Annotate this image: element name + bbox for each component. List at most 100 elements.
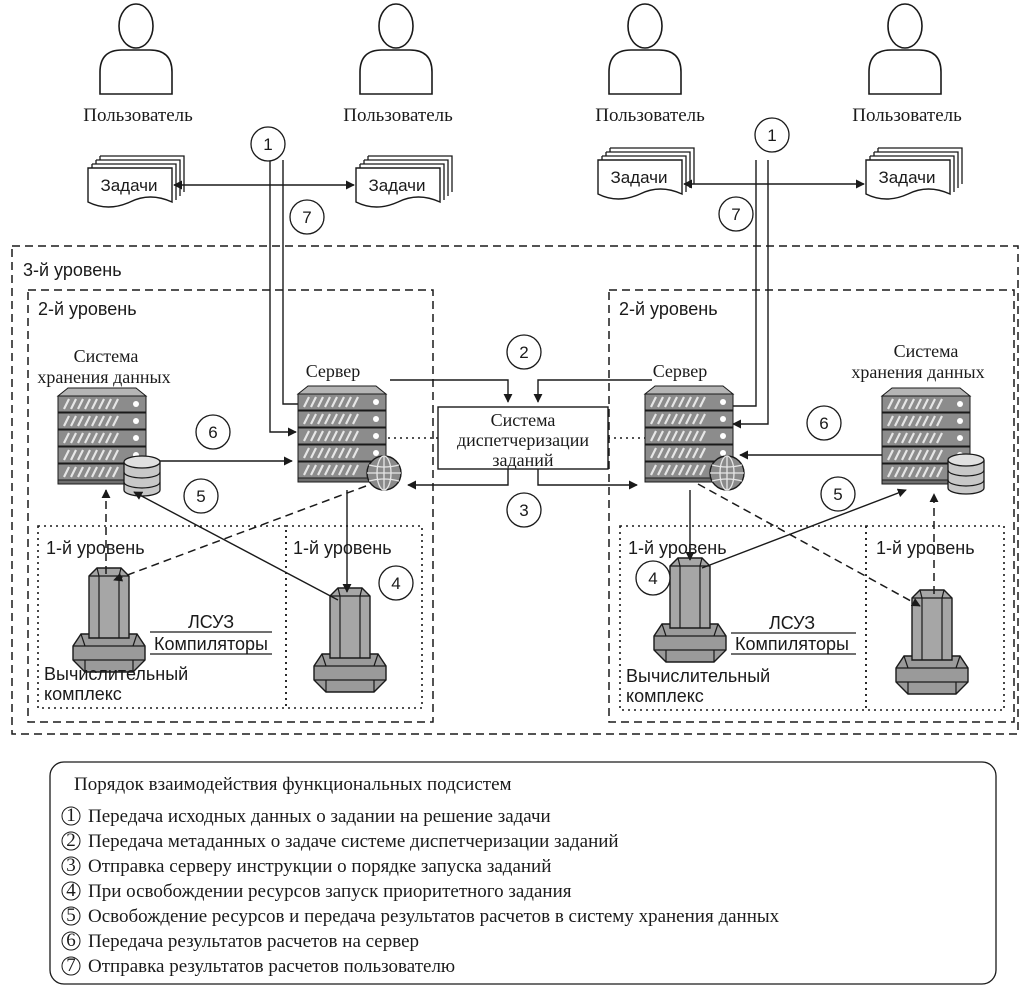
step-marker: 1 (250, 126, 286, 162)
svg-text:1: 1 (767, 126, 776, 145)
software-label: ЛСУЗ (188, 612, 234, 632)
software-label: ЛСУЗ (769, 613, 815, 633)
level-1-label: 1-й уровень (876, 538, 975, 558)
tasks-label: Задачи (878, 168, 935, 187)
svg-text:5: 5 (196, 487, 205, 506)
level-1-label: 1-й уровень (46, 538, 145, 558)
svg-text:4: 4 (66, 880, 76, 901)
svg-text:Освобождение ресурсов и переда: Освобождение ресурсов и передача результ… (88, 906, 780, 927)
step-marker: 4 (635, 560, 671, 596)
globe-icon (709, 455, 745, 491)
legend-item: 6 Передача результатов расчетов на серве… (61, 930, 419, 952)
software-label: Компиляторы (735, 634, 849, 654)
step-marker: 5 (820, 476, 856, 512)
svg-text:2: 2 (66, 830, 76, 851)
flow-3-arrow (407, 469, 509, 490)
flow-1-arrow (269, 160, 297, 437)
supercomputer-icon (895, 589, 969, 695)
flow-5-arrow (701, 488, 907, 569)
step-marker: 6 (195, 414, 231, 450)
legend-item: 3 Отправка серверу инструкции о порядке … (61, 855, 551, 877)
step-marker: 2 (506, 334, 542, 370)
level-3-label: 3-й уровень (23, 260, 122, 280)
user-icon (99, 3, 173, 95)
user-label: Пользователь (83, 105, 193, 126)
user-label: Пользователь (852, 105, 962, 126)
user-icon (868, 3, 942, 95)
dispatcher-label: заданий (492, 450, 554, 470)
level-1-boundary (865, 525, 1005, 711)
svg-text:Передача исходных данных о зад: Передача исходных данных о задании на ре… (88, 806, 551, 827)
flow-5-arrow (133, 491, 339, 601)
tasks-label: Задачи (610, 168, 667, 187)
svg-text:6: 6 (208, 423, 217, 442)
svg-text:Передача метаданных о задаче с: Передача метаданных о задаче системе дис… (88, 831, 619, 852)
level-3-boundary (11, 245, 1019, 735)
flow-2-arrow (390, 379, 513, 403)
step-marker: 6 (806, 405, 842, 441)
database-icon (947, 453, 985, 495)
dispatcher-label: диспетчеризации (457, 430, 589, 450)
storage-label: Система (74, 346, 139, 366)
compute-label: Вычислительный (626, 666, 770, 686)
tasks-label: Задачи (368, 176, 425, 195)
legend-item: 4 При освобождении ресурсов запуск приор… (61, 880, 572, 902)
user-label: Пользователь (595, 105, 705, 126)
svg-text:1: 1 (263, 135, 272, 154)
legend-box (49, 761, 997, 985)
level-1-label: 1-й уровень (628, 538, 727, 558)
server-label: Сервер (306, 361, 361, 381)
level-2-label: 2-й уровень (38, 299, 137, 319)
legend-item: 1 Передача исходных данных о задании на … (61, 805, 551, 827)
svg-text:При освобождении ресурсов запу: При освобождении ресурсов запуск приорит… (88, 881, 572, 902)
svg-text:Передача результатов расчетов: Передача результатов расчетов на сервер (88, 931, 419, 952)
database-icon (123, 455, 161, 497)
svg-text:5: 5 (833, 485, 842, 504)
legend-title: Порядок взаимодействия функциональных по… (74, 774, 512, 795)
storage-label: хранения данных (851, 362, 984, 382)
level-1-boundary (37, 525, 287, 709)
flow-1-arrow (732, 160, 769, 429)
step-marker: 7 (289, 199, 325, 235)
flow-3-arrow (537, 469, 638, 490)
svg-text:6: 6 (819, 414, 828, 433)
supercomputer-icon (313, 587, 387, 693)
storage-label: Система (894, 341, 959, 361)
svg-text:3: 3 (519, 501, 528, 520)
step-marker: 7 (718, 196, 754, 232)
legend-item: 5 Освобождение ресурсов и передача резул… (61, 905, 780, 927)
compute-label: Вычислительный (44, 664, 188, 684)
legend-item: 2 Передача метаданных о задаче системе д… (61, 830, 619, 852)
svg-text:3: 3 (66, 855, 76, 876)
svg-text:6: 6 (66, 930, 76, 951)
server-label: Сервер (653, 361, 708, 381)
flow-7-line (282, 160, 300, 405)
tasks-label: Задачи (100, 176, 157, 195)
legend-item: 7 Отправка результатов расчетов пользова… (61, 955, 455, 977)
svg-text:7: 7 (302, 208, 311, 227)
user-icon (359, 3, 433, 95)
flow-2-arrow (533, 379, 652, 403)
svg-text:7: 7 (731, 205, 740, 224)
dispatcher-box (437, 406, 609, 470)
compute-label: комплекс (44, 684, 122, 704)
level-2-boundary-left (27, 289, 434, 723)
globe-icon (366, 455, 402, 491)
svg-text:4: 4 (391, 574, 400, 593)
step-marker: 1 (754, 117, 790, 153)
svg-text:Отправка серверу инструкции о: Отправка серверу инструкции о порядке за… (88, 856, 551, 877)
user-icon (608, 3, 682, 95)
storage-label: хранения данных (37, 367, 170, 387)
svg-text:4: 4 (648, 569, 657, 588)
svg-text:7: 7 (66, 955, 76, 976)
level-2-boundary-right (608, 289, 1015, 723)
supercomputer-icon (72, 567, 146, 673)
flow-7-line (733, 160, 757, 407)
svg-text:1: 1 (66, 805, 76, 826)
compute-label: комплекс (626, 686, 704, 706)
dispatcher-label: Система (491, 410, 556, 430)
svg-text:Отправка результатов расчетов: Отправка результатов расчетов пользовате… (88, 956, 455, 977)
svg-text:2: 2 (519, 343, 528, 362)
